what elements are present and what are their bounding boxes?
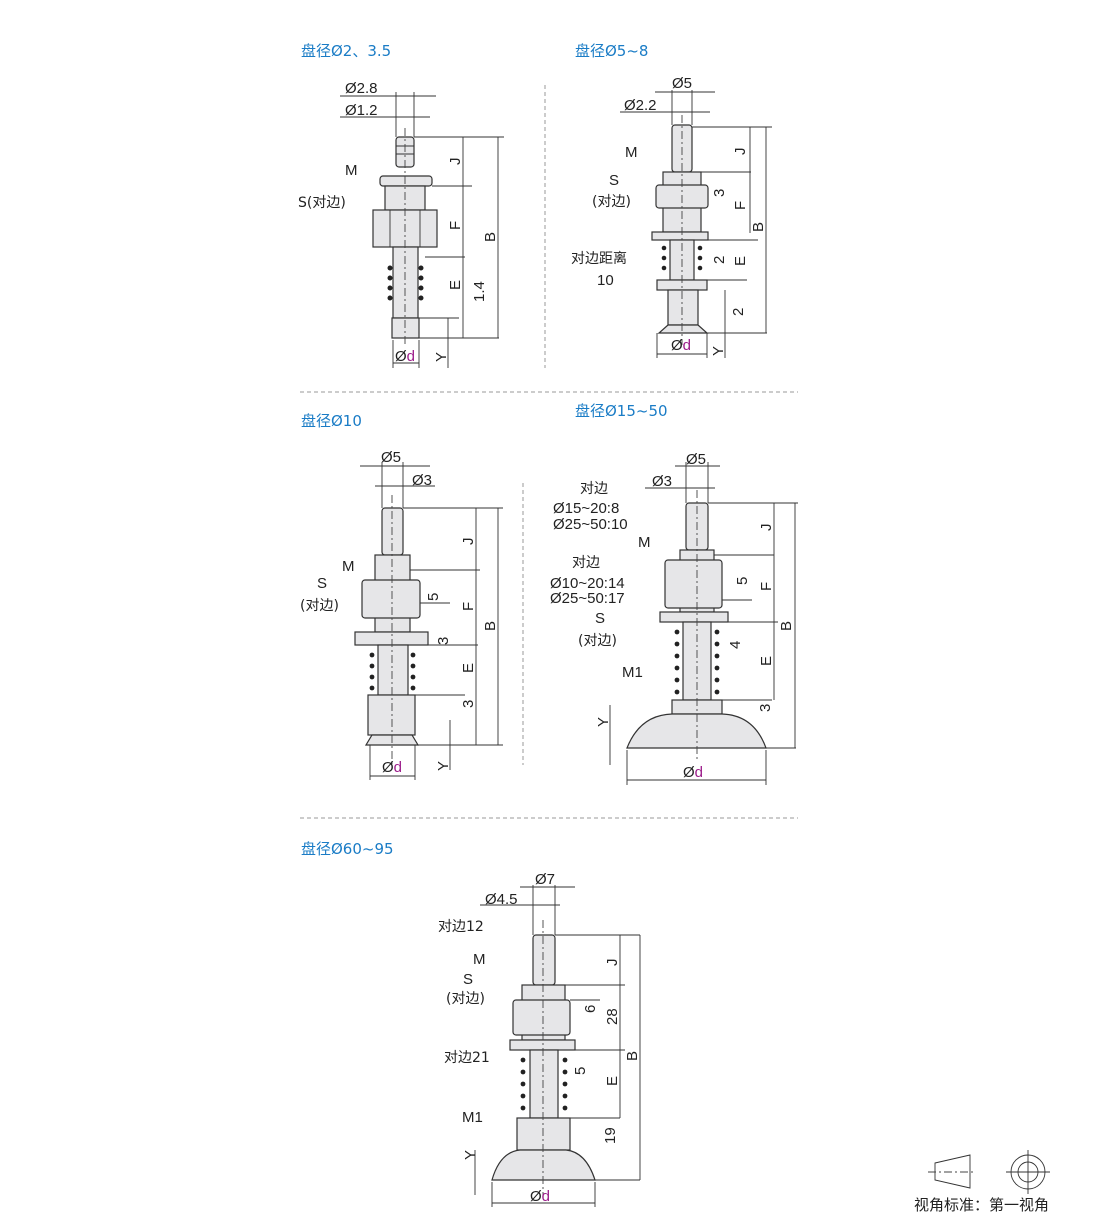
dim-label: 对边21 — [444, 1050, 490, 1066]
dim-label: M — [342, 558, 355, 575]
dim-label: 3 — [460, 700, 477, 708]
dim-label: 4 — [727, 641, 744, 649]
dim-label: J — [460, 538, 477, 546]
vacuum-pad-drawing-d60-95 — [474, 885, 641, 1207]
dim-label: E — [758, 656, 775, 666]
section-title: 盘径Ø5~8 — [575, 42, 648, 60]
dim-label: Y — [595, 717, 612, 727]
dim-label: 3 — [711, 189, 728, 197]
dim-label: (对边) — [300, 598, 339, 614]
dim-label: Y — [462, 1150, 479, 1160]
dim-label: Ø2.2 — [624, 97, 657, 114]
dim-label: E — [447, 280, 464, 290]
dim-label: 1.4 — [471, 281, 488, 302]
dim-label: J — [447, 158, 464, 166]
dim-label: Ø7 — [535, 871, 555, 888]
dim-label: Ø3 — [412, 472, 432, 489]
dim-label: B — [624, 1051, 641, 1061]
dim-label: Y — [435, 761, 452, 771]
dim-label: Ø5 — [672, 75, 692, 92]
dim-label: J — [604, 959, 621, 967]
dim-label: 3 — [757, 704, 774, 712]
dim-label: Y — [710, 346, 727, 356]
dim-label: B — [482, 232, 499, 242]
dim-label: Ø3 — [652, 473, 672, 490]
dim-label: Ø1.2 — [345, 102, 378, 119]
dim-label: 5 — [734, 577, 751, 585]
vacuum-pad-drawing-d2 — [340, 92, 504, 368]
dim-label: S — [317, 575, 327, 592]
dim-label: (对边) — [446, 991, 485, 1007]
dim-label: J — [732, 148, 749, 156]
dim-label: Ø5 — [686, 451, 706, 468]
first-angle-projection-symbol — [928, 1150, 1050, 1194]
vacuum-pad-drawing-d5 — [620, 90, 772, 358]
dim-label: Ø2.8 — [345, 80, 378, 97]
dim-label: F — [758, 582, 775, 591]
dim-label: S — [595, 610, 605, 627]
dim-label: 5 — [572, 1067, 589, 1075]
dim-label: (对边) — [578, 633, 617, 649]
dim-label: Y — [433, 352, 450, 362]
dim-label: J — [758, 524, 775, 532]
diameter-d-label: Ød — [671, 337, 691, 354]
section-title: 盘径Ø60~95 — [301, 840, 394, 858]
dim-label: 28 — [604, 1008, 621, 1025]
dim-label: Ø15~20:8 — [553, 500, 619, 517]
dim-label: S — [463, 971, 473, 988]
dim-label: 3 — [435, 637, 452, 645]
diameter-d-label: Ød — [530, 1188, 550, 1205]
dim-label: Ø25~50:17 — [550, 590, 625, 607]
projection-standard-label: 视角标准：第一视角 — [914, 1196, 1049, 1214]
dim-label: 19 — [602, 1127, 619, 1144]
section-title: 盘径Ø15~50 — [575, 402, 668, 420]
dim-label: M — [625, 144, 638, 161]
dim-label: S(对边) — [298, 195, 346, 211]
vacuum-pad-drawing-d15-50 — [609, 462, 798, 785]
dim-label: M — [638, 534, 651, 551]
dim-label: B — [482, 621, 499, 631]
dim-label: M1 — [462, 1109, 483, 1126]
dim-label: B — [778, 621, 795, 631]
dim-label: 对边 — [572, 555, 600, 571]
dim-label: B — [750, 222, 767, 232]
dim-label: 对边12 — [438, 919, 484, 935]
dim-label: (对边) — [592, 194, 631, 210]
dim-label: 对边距离 — [571, 250, 627, 267]
dim-label: 10 — [597, 272, 614, 289]
dim-label: Ø4.5 — [485, 891, 518, 908]
dim-label: M1 — [622, 664, 643, 681]
dim-label: Ø10~20:14 — [550, 575, 625, 592]
dim-label: S — [609, 172, 619, 189]
dim-label: F — [732, 201, 749, 210]
dim-label: M — [473, 951, 486, 968]
section-title: 盘径Ø10 — [301, 412, 362, 430]
dim-label: E — [460, 663, 477, 673]
diameter-d-label: Ød — [683, 764, 703, 781]
diameter-d-label: Ød — [395, 348, 415, 365]
vacuum-pad-drawing-d10 — [354, 462, 503, 780]
dim-label: 2 — [711, 256, 728, 264]
dim-label: Ø25~50:10 — [553, 516, 628, 533]
dim-label: E — [604, 1076, 621, 1086]
dim-label: Ø5 — [381, 449, 401, 466]
dim-label: 5 — [425, 593, 442, 601]
dim-label: E — [732, 256, 749, 266]
diameter-d-label: Ød — [382, 759, 402, 776]
section-title: 盘径Ø2、3.5 — [301, 42, 391, 60]
dim-label: F — [460, 602, 477, 611]
dim-label: M — [345, 162, 358, 179]
dim-label: 6 — [582, 1005, 599, 1013]
dim-label: F — [447, 221, 464, 230]
dim-label: 2 — [730, 308, 747, 316]
dim-label: 对边 — [580, 481, 608, 497]
